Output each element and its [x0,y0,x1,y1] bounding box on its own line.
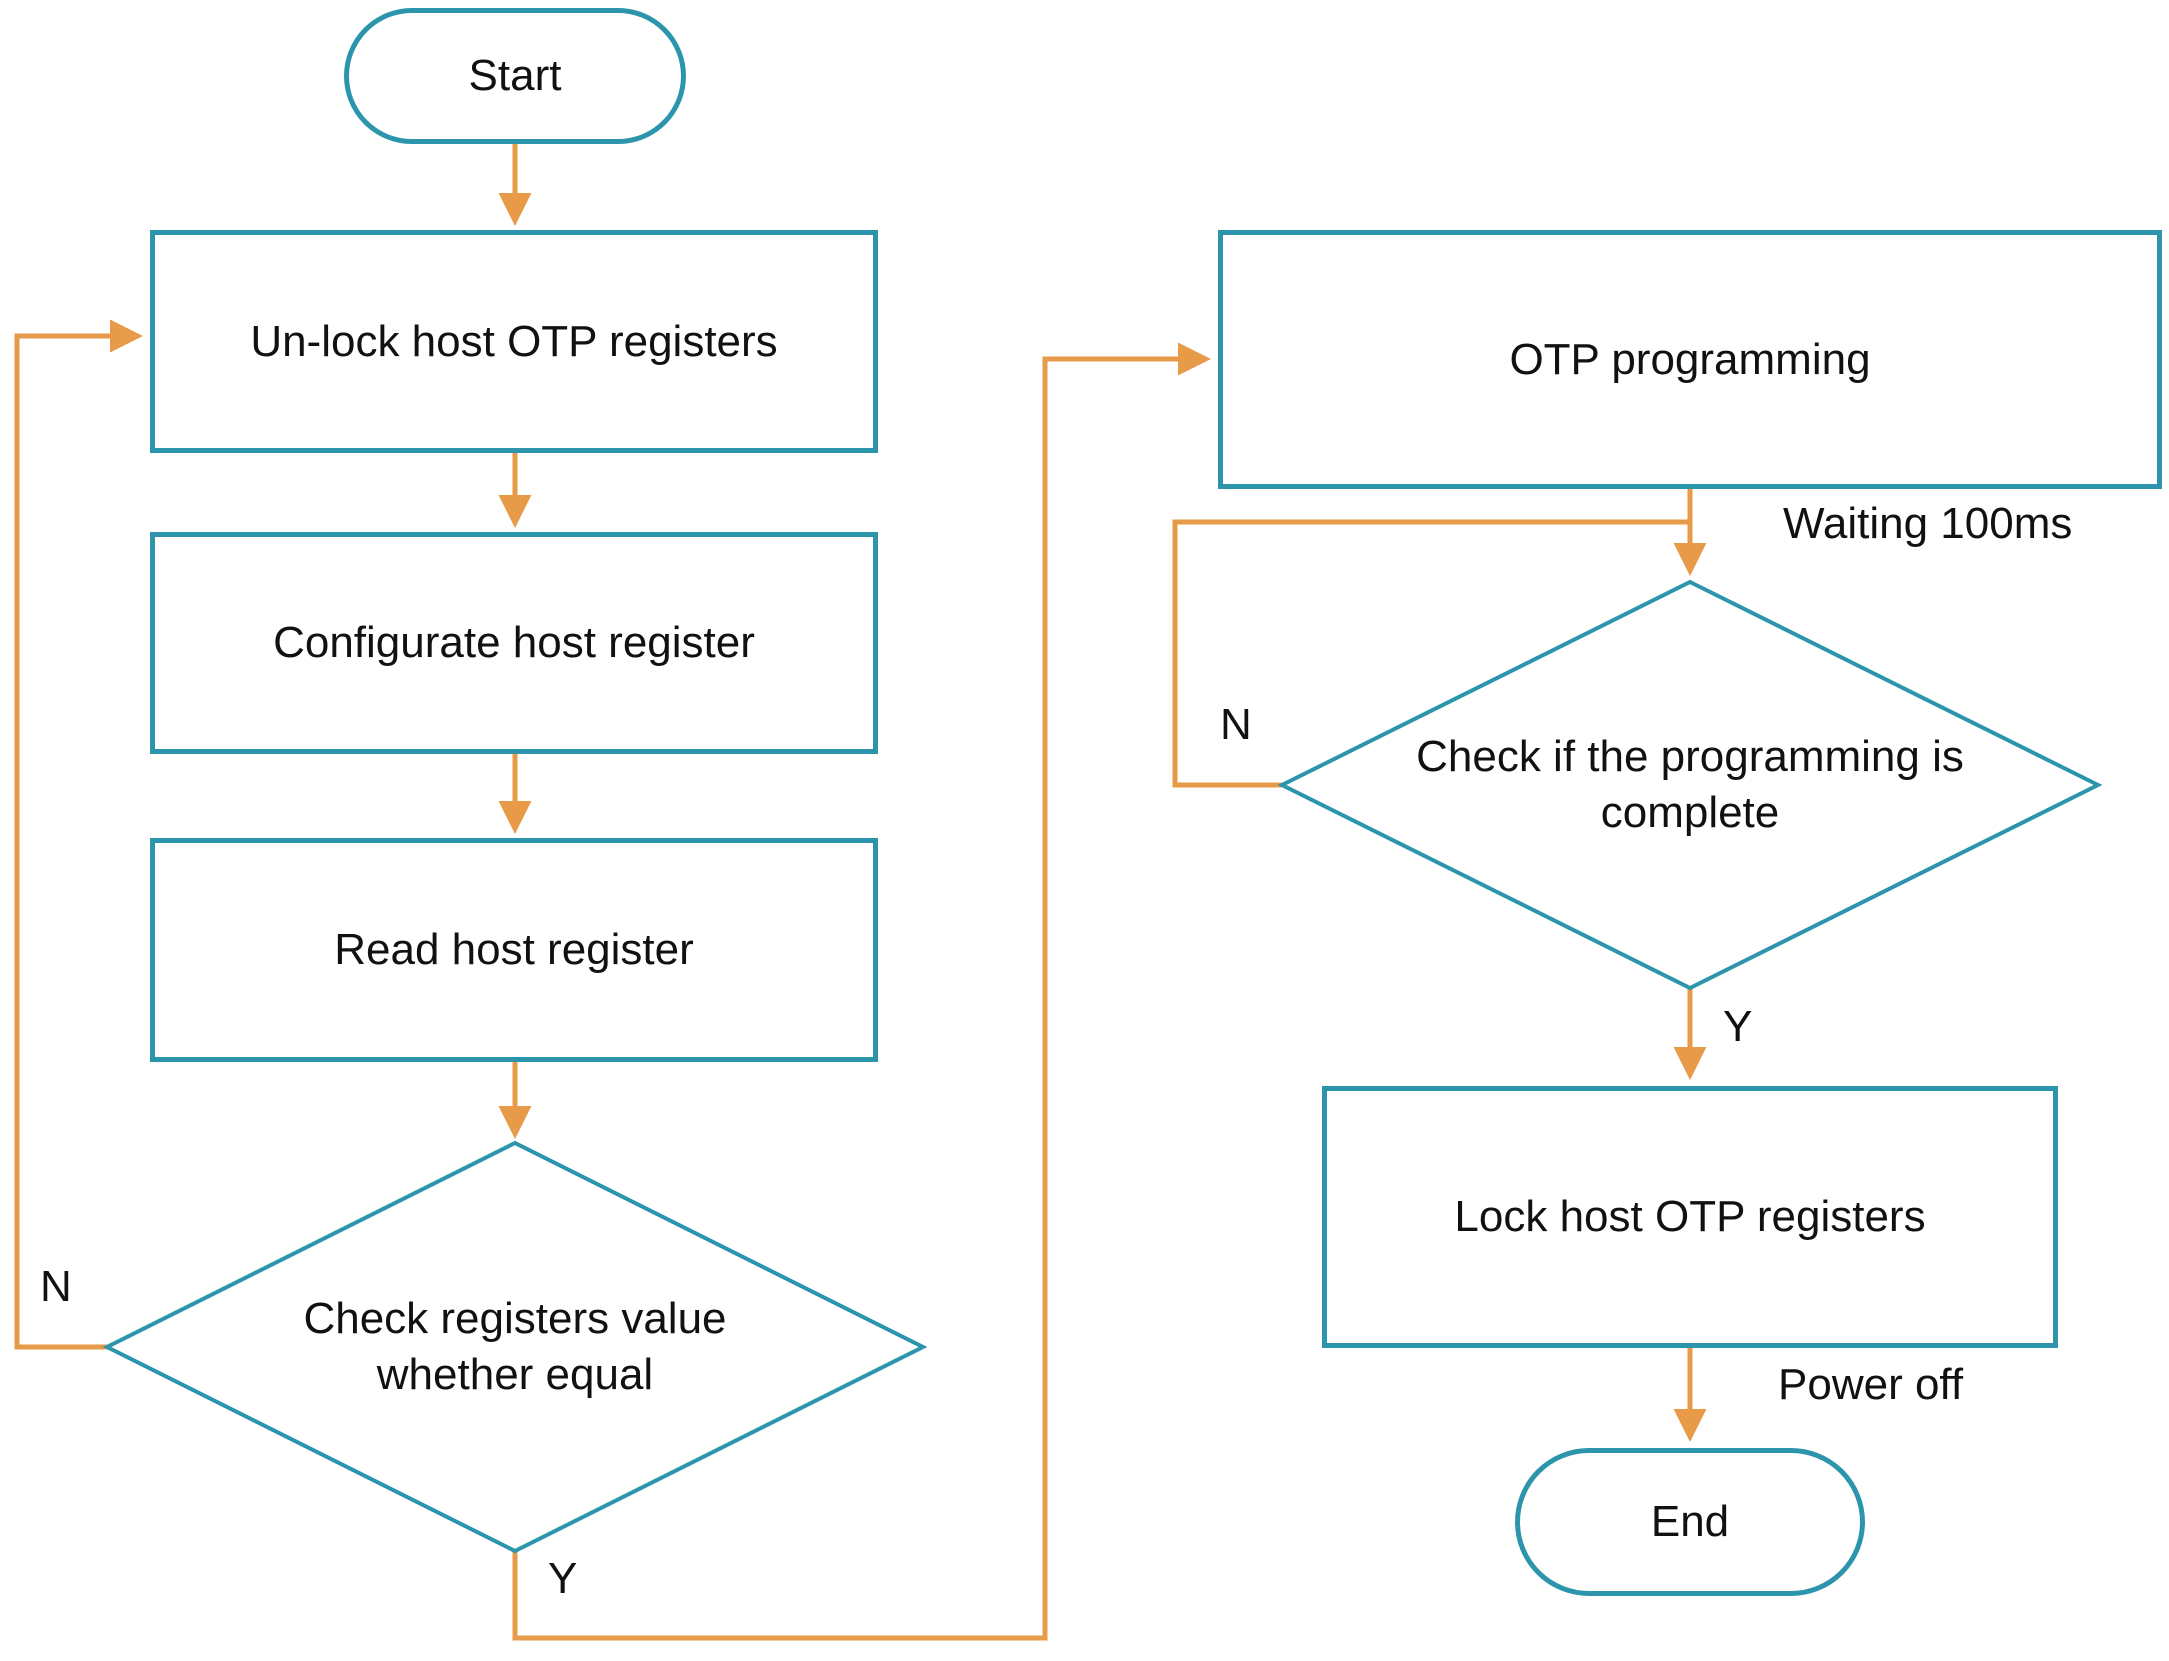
node-configurate-host-register: Configurate host register [150,532,878,754]
node-lock-label: Lock host OTP registers [1454,1192,1926,1242]
node-unlock-host-otp-registers: Un-lock host OTP registers [150,230,878,453]
node-lock-host-otp-registers: Lock host OTP registers [1322,1086,2058,1348]
edge-label-check-equal-yes: Y [548,1554,578,1603]
node-end-label: End [1650,1497,1730,1547]
node-read-host-register: Read host register [150,838,878,1062]
edge-label-check-equal-no: N [40,1262,72,1311]
edge-label-power-off-note: Power off [1778,1360,1964,1409]
node-read-label: Read host register [334,925,694,975]
edge-label-check-complete-yes: Y [1723,1002,1753,1051]
node-unlock-label: Un-lock host OTP registers [250,316,778,366]
node-start: Start [344,8,686,144]
node-check-registers-equal: Check registers value whether equal [103,1139,927,1555]
node-check-complete-label: Check if the programming is complete [1416,732,1964,837]
edge-check-equal-yes-to-otp [512,342,1211,1641]
decision-diamond-shape [1278,579,2102,991]
edge-check-equal-no-loop [14,319,143,1350]
decision-diamond-shape [103,1140,927,1554]
node-check-equal-label: Check registers value whether equal [303,1294,727,1399]
edge-check-complete-no-loop [1172,519,1688,788]
node-configurate-label: Configurate host register [273,618,755,668]
node-check-programming-complete: Check if the programming is complete [1278,578,2102,992]
node-otp-programming: OTP programming [1218,230,2162,489]
node-start-label: Start [468,51,562,101]
edge-label-check-complete-no: N [1220,700,1252,749]
edge-label-waiting-note: Waiting 100ms [1783,499,2073,548]
node-end: End [1515,1448,1865,1596]
node-otp-label: OTP programming [1509,334,1871,384]
